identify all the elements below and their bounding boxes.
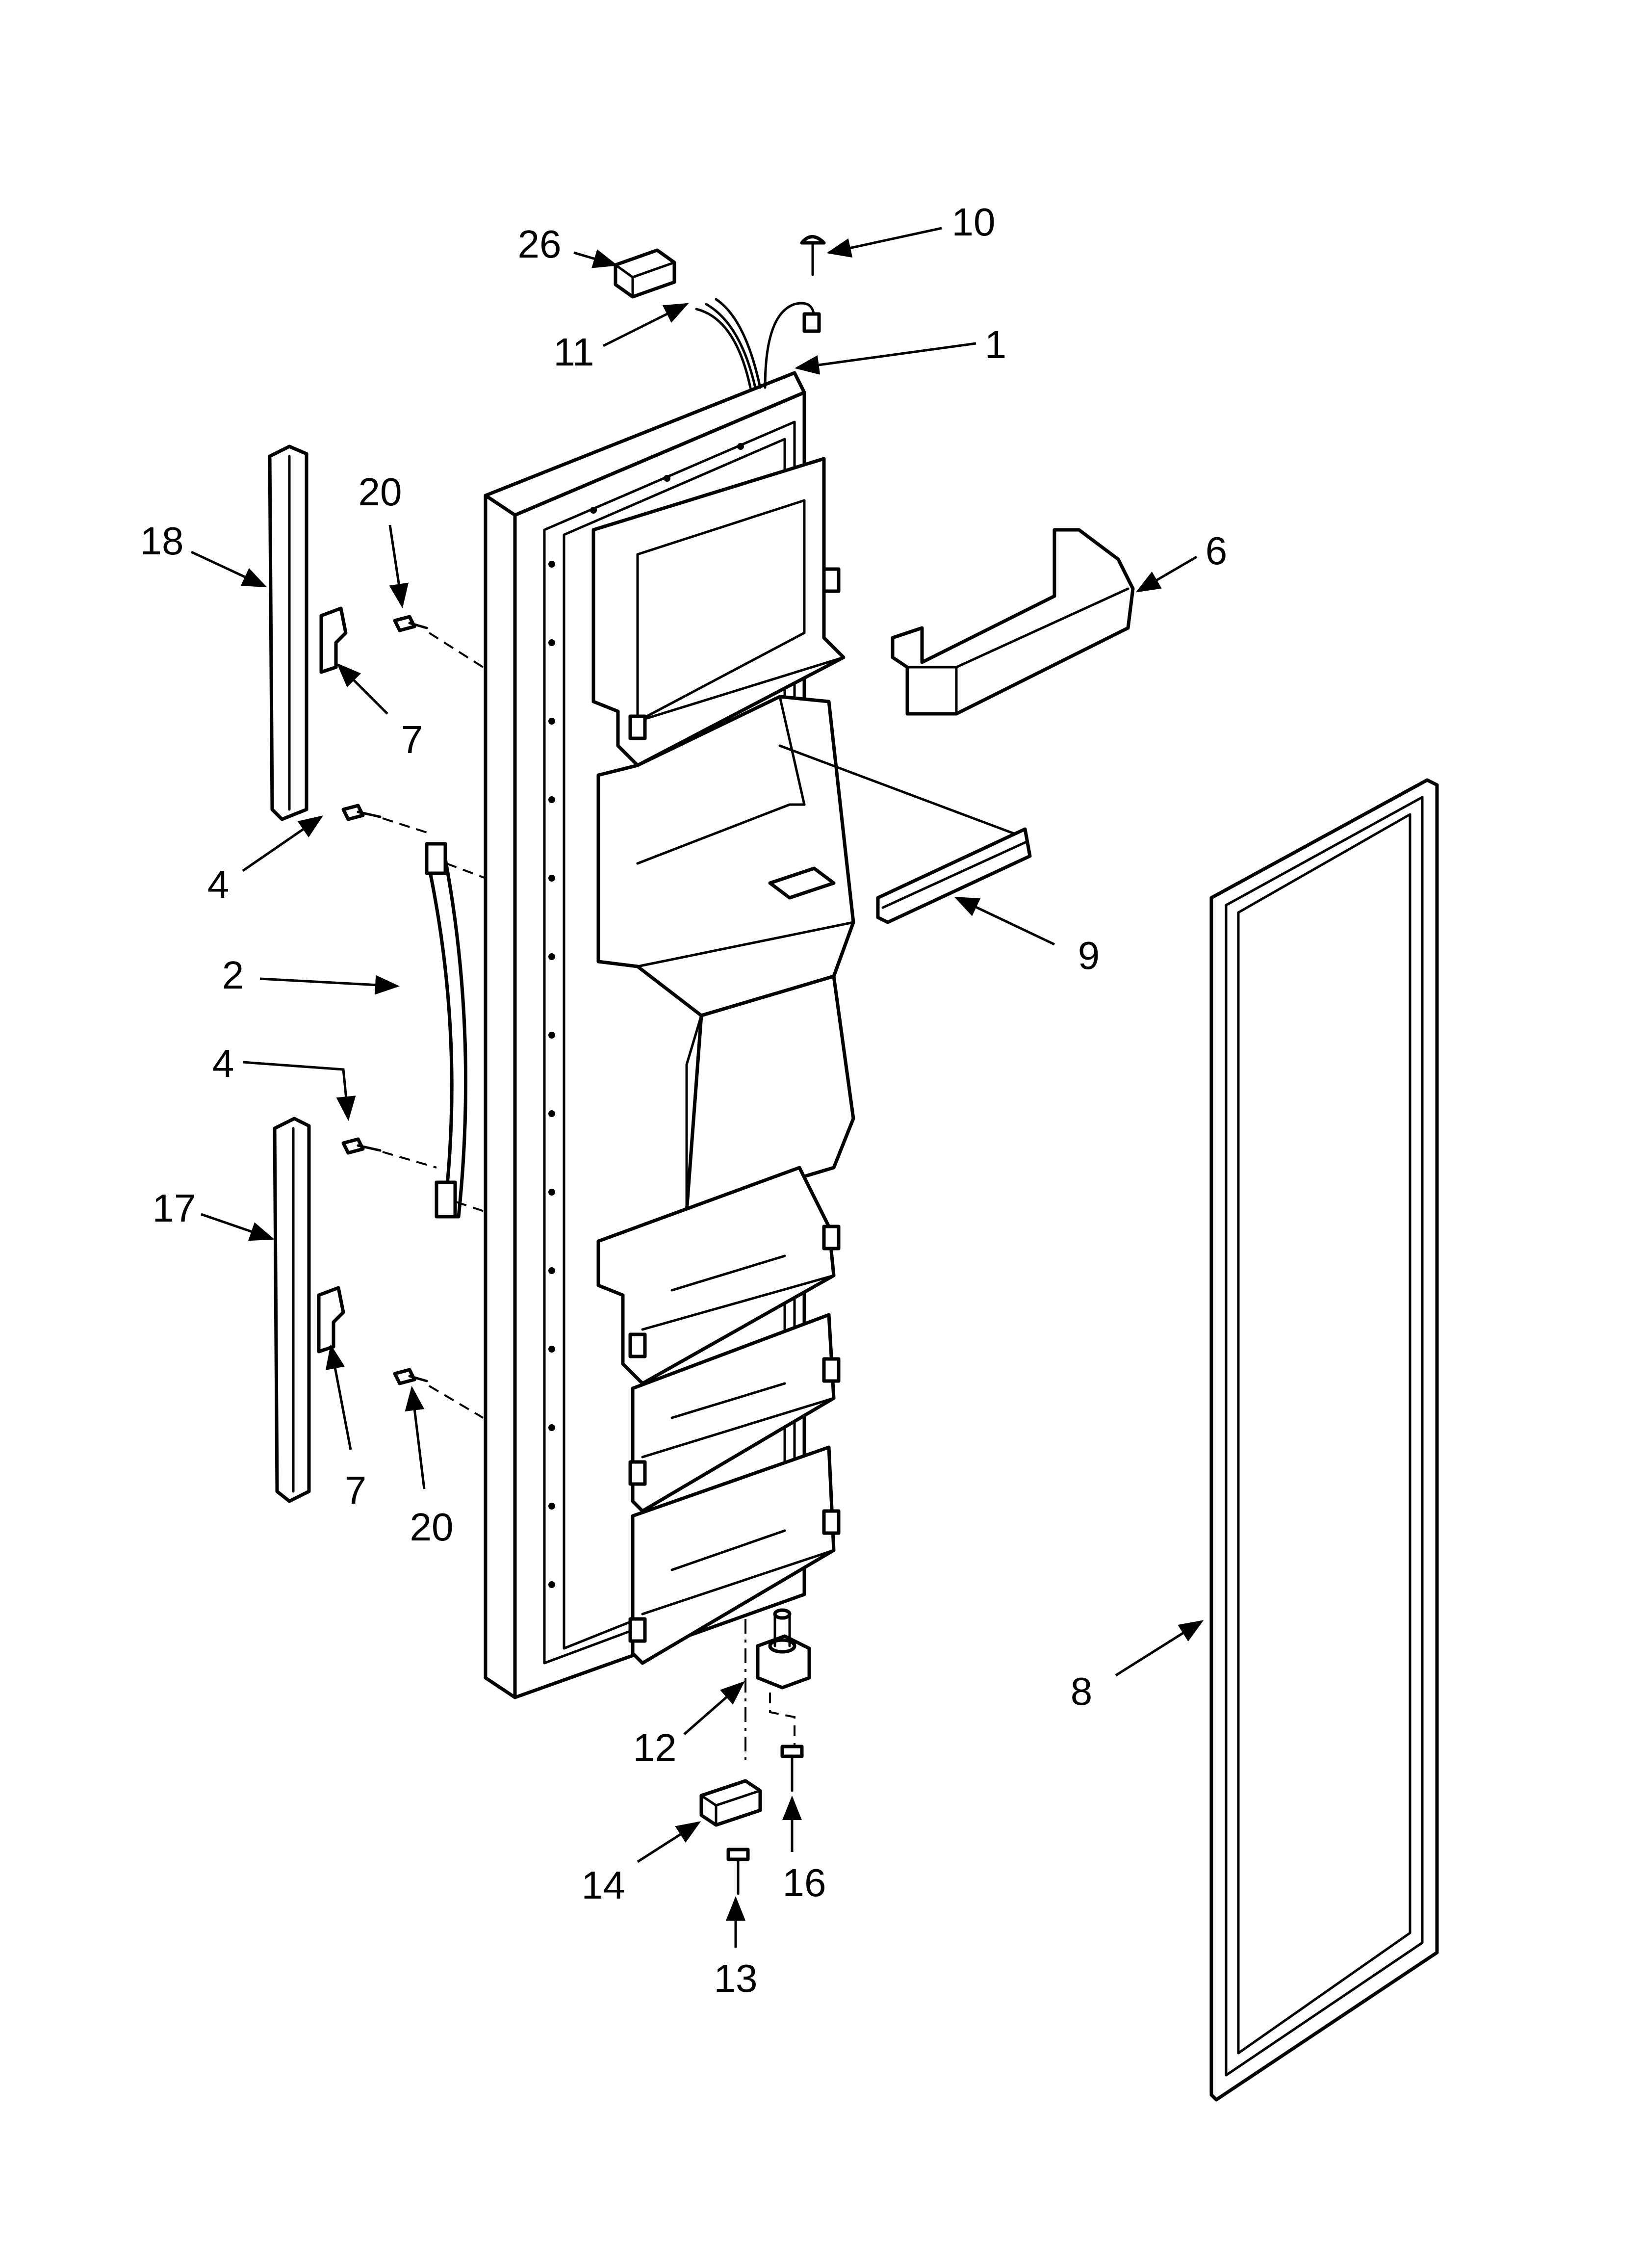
callout-7-upper: 7 bbox=[401, 718, 423, 761]
trim-screw-lower bbox=[393, 1368, 484, 1419]
door-trim-lower bbox=[273, 1117, 311, 1503]
callout-leaders bbox=[190, 227, 1204, 1948]
door-rivets bbox=[548, 443, 744, 1588]
callout-2: 2 bbox=[222, 953, 244, 997]
wire-harness bbox=[695, 298, 821, 389]
callout-1: 1 bbox=[985, 323, 1007, 366]
callout-18: 18 bbox=[140, 519, 184, 563]
callout-10: 10 bbox=[952, 200, 996, 244]
callout-9: 9 bbox=[1078, 934, 1100, 977]
trim-clip-upper bbox=[319, 606, 348, 674]
callout-14: 14 bbox=[582, 1863, 625, 1907]
hinge-block bbox=[699, 1779, 762, 1827]
trim-clip-lower bbox=[317, 1286, 345, 1354]
callout-8: 8 bbox=[1071, 1669, 1093, 1713]
callout-26: 26 bbox=[518, 222, 562, 266]
hinge-screw bbox=[780, 1745, 804, 1792]
callout-16: 16 bbox=[783, 1861, 826, 1904]
block-screw bbox=[726, 1848, 750, 1895]
callout-12: 12 bbox=[633, 1726, 677, 1770]
callout-11: 11 bbox=[553, 330, 594, 374]
callout-6: 6 bbox=[1206, 529, 1228, 573]
callout-4-lower: 4 bbox=[212, 1042, 234, 1085]
door-assembly bbox=[484, 371, 855, 1699]
callout-20-upper: 20 bbox=[359, 470, 402, 514]
callout-7-lower: 7 bbox=[345, 1468, 367, 1512]
shelf-rail bbox=[778, 744, 1032, 924]
door-handle bbox=[425, 842, 486, 1219]
wiring-screw bbox=[800, 235, 826, 276]
lower-hinge bbox=[744, 1608, 811, 1761]
door-trim-upper bbox=[268, 444, 308, 821]
wire-connector bbox=[614, 248, 676, 299]
trim-screw-upper bbox=[393, 615, 484, 668]
callout-13: 13 bbox=[714, 1956, 758, 2000]
handle-screw-upper bbox=[341, 804, 432, 835]
handle-screw-lower bbox=[341, 1137, 437, 1169]
door-shelf-bin bbox=[891, 528, 1135, 716]
callout-4-upper: 4 bbox=[207, 862, 230, 906]
callout-20-lower: 20 bbox=[410, 1505, 454, 1549]
door-gasket bbox=[1209, 778, 1439, 2102]
callout-17: 17 bbox=[153, 1186, 196, 1230]
